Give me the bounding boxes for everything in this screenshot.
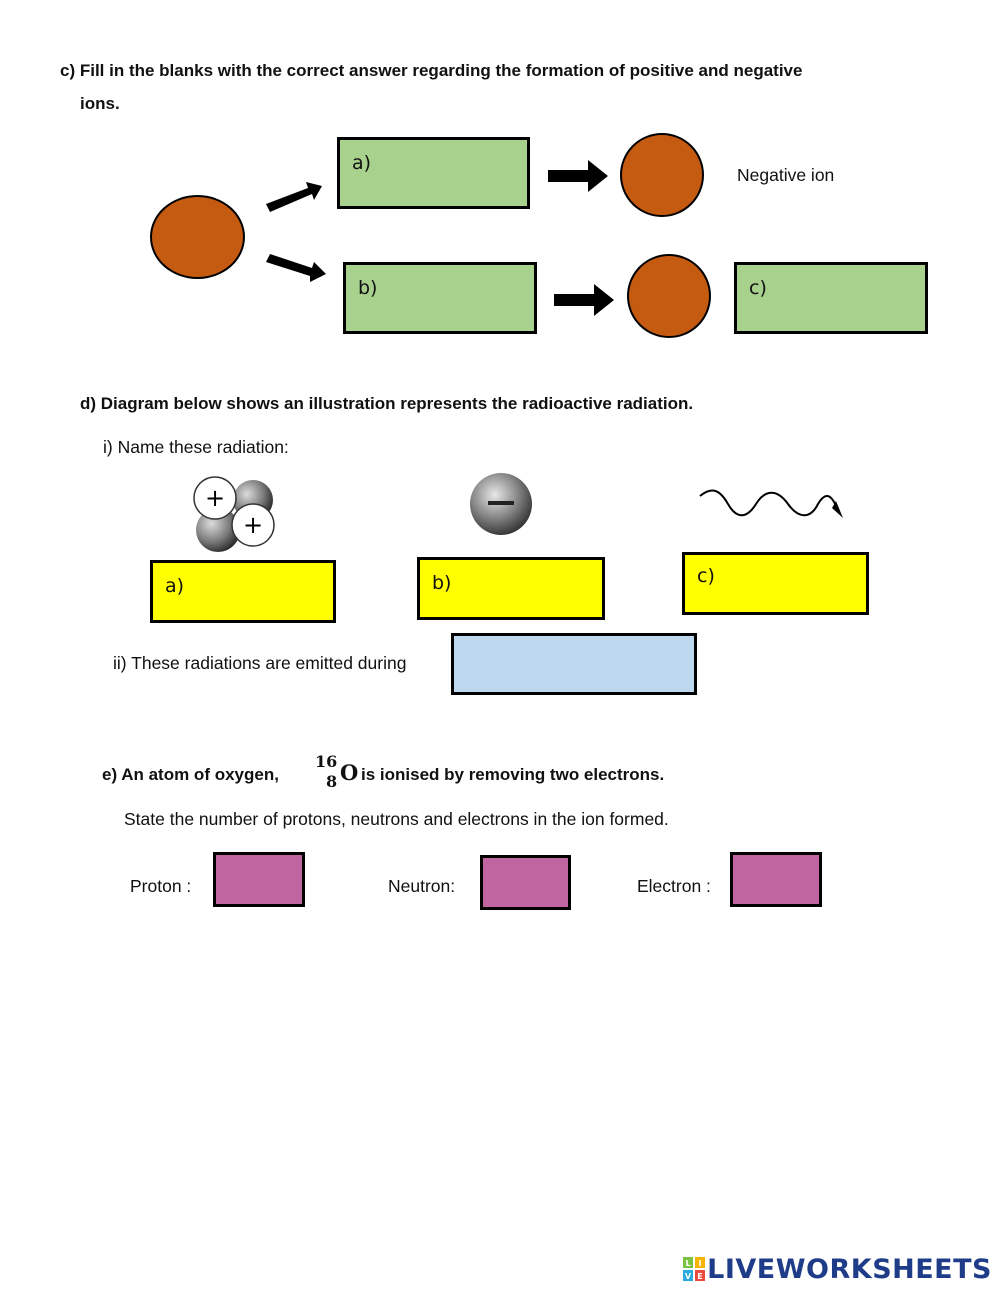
beta-particle-icon [470,473,532,535]
minus-sign-icon [488,501,514,505]
alpha-particle-icon: + + [193,476,275,552]
brand-name: LIVEWORKSHEETS [707,1254,992,1285]
plus-sign: + [205,484,225,512]
answer-box-c-a[interactable]: a) [337,137,530,209]
positive-ion-circle [627,254,711,338]
negative-ion-circle [620,133,704,217]
box-label: b) [358,277,378,299]
question-e-prefix: e) An atom of oxygen, [102,765,279,784]
question-d-part-ii: ii) These radiations are emitted during [113,653,407,673]
logo-letter-l: L [686,1259,691,1268]
proton-answer-box[interactable] [213,852,305,907]
oxygen-isotope-notation: 16 8 O [313,752,359,794]
gamma-wave-icon [699,489,843,518]
arrow-right-icon [548,160,608,192]
arrow-right-icon [554,284,614,316]
electron-answer-box[interactable] [730,852,822,907]
answer-box-d-a[interactable]: a) [150,560,336,623]
logo-letter-v: V [685,1272,692,1281]
neutron-label: Neutron: [388,876,456,896]
question-e-instruction: State the number of protons, neutrons an… [124,809,669,829]
box-label: c) [749,277,767,299]
box-label: a) [352,152,372,174]
liveworksheets-logo-icon: L I V E [683,1256,706,1281]
liveworksheets-logo[interactable]: L I V E LIVEWORKSHEETS [683,1254,992,1285]
answer-box-c-c[interactable]: c) [734,262,928,334]
electron-label: Electron : [637,876,711,896]
proton-label: Proton : [130,876,192,896]
box-label: b) [432,572,452,594]
atom-circle [150,195,245,279]
question-c-line2: ions. [80,94,120,113]
logo-letter-i: I [699,1259,702,1268]
atomic-number: 8 [326,772,338,791]
answer-box-d-ii[interactable] [451,633,697,695]
logo-letter-e: E [697,1272,702,1281]
question-c-line1: c) Fill in the blanks with the correct a… [60,61,803,80]
question-d-part-i: i) Name these radiation: [103,437,289,457]
arrow-down-right-icon [266,254,326,282]
plus-sign: + [243,511,263,539]
box-label: a) [165,575,185,597]
answer-box-d-c[interactable]: c) [682,552,869,615]
answer-box-d-b[interactable]: b) [417,557,605,620]
arrows-split [266,182,326,282]
question-d: d) Diagram below shows an illustration r… [80,394,694,413]
negative-ion-label: Negative ion [737,165,835,185]
element-symbol: O [340,760,359,785]
mass-number: 16 [315,752,338,771]
neutron-answer-box[interactable] [480,855,571,910]
answer-box-c-b[interactable]: b) [343,262,537,334]
arrow-up-right-icon [266,182,322,212]
box-label: c) [697,565,715,587]
question-e-suffix: is ionised by removing two electrons. [361,765,665,784]
